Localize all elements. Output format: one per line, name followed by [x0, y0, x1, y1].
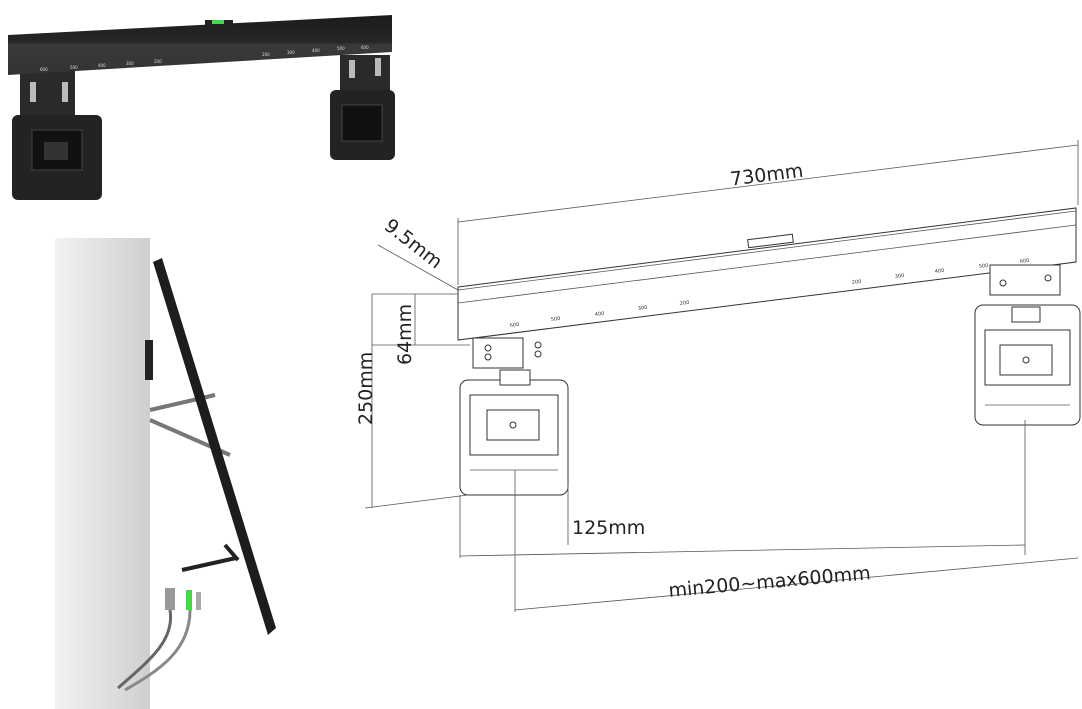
tv-side	[153, 258, 276, 635]
svg-text:300: 300	[126, 61, 134, 66]
right-bracket-outline	[974, 264, 1081, 426]
dim-bar-height: 64mm	[394, 304, 416, 365]
right-bracket-photo	[330, 55, 395, 160]
left-bracket-outline	[459, 337, 569, 496]
svg-text:200: 200	[154, 59, 162, 64]
side-view-illustration	[55, 238, 276, 709]
product-photo-mount: 600 500 400 300 200 200 300 400 500 600	[8, 15, 395, 200]
svg-text:400: 400	[935, 268, 945, 275]
svg-text:400: 400	[312, 48, 320, 53]
tv-stand	[181, 556, 237, 572]
dim-line-length	[457, 144, 1079, 223]
technical-drawing: 600 500 400 300 200 200 300 400 500 600	[355, 140, 1081, 612]
svg-text:300: 300	[895, 273, 905, 280]
scale-labels-photo: 600 500 400 300 200 200 300 400 500 600	[40, 45, 369, 72]
level-outline	[747, 233, 794, 249]
dim-length: 730mm	[729, 160, 804, 191]
svg-text:200: 200	[852, 279, 862, 286]
usb-plug	[165, 588, 175, 610]
left-bracket-photo	[12, 70, 102, 200]
scale-labels: 600 500 400 300 200 200 300 400 500 600	[510, 258, 1030, 329]
svg-text:500: 500	[551, 316, 561, 323]
wall-plate	[145, 340, 153, 380]
svg-text:500: 500	[337, 46, 345, 51]
cable	[117, 609, 173, 690]
dim-total-height: 250mm	[355, 352, 377, 425]
svg-text:200: 200	[680, 300, 690, 307]
dim-bracket-width: 125mm	[572, 517, 645, 539]
wall	[55, 238, 150, 709]
dim-vesa-range: min200~max600mm	[668, 562, 872, 602]
svg-text:200: 200	[262, 52, 270, 57]
mount-bar-photo	[8, 15, 392, 75]
svg-text:600: 600	[1020, 258, 1030, 265]
svg-text:600: 600	[40, 67, 48, 72]
svg-text:300: 300	[638, 305, 648, 312]
svg-text:400: 400	[595, 311, 605, 318]
svg-text:500: 500	[70, 65, 78, 70]
svg-text:600: 600	[510, 322, 520, 329]
svg-text:500: 500	[979, 263, 989, 270]
audio-plug	[186, 590, 192, 610]
svg-text:400: 400	[98, 63, 106, 68]
svg-text:600: 600	[361, 45, 369, 50]
level-bubble	[212, 20, 224, 24]
mount-bar-outline	[457, 207, 1077, 341]
svg-text:300: 300	[287, 50, 295, 55]
